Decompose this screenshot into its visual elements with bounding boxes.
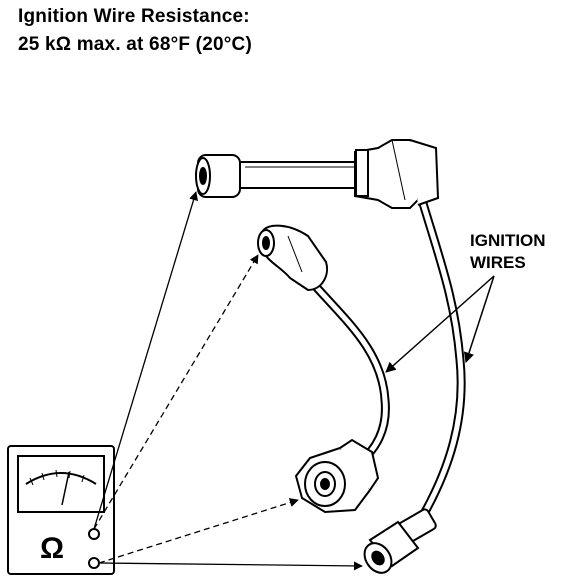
long-ignition-wire	[417, 198, 466, 515]
ignition-wires-callout: IGNITION WIRES	[470, 230, 546, 274]
ohmmeter	[7, 445, 115, 575]
top-straight-boot	[195, 139, 440, 209]
title-line-2: 25 kΩ max. at 68°F (20°C)	[18, 34, 252, 55]
title-line-1: Ignition Wire Resistance:	[18, 6, 250, 27]
callout-arrows	[385, 275, 495, 373]
callout-line-1: IGNITION	[470, 231, 546, 250]
bottom-plug-connector	[363, 508, 437, 574]
test-leads	[93, 191, 363, 571]
elbow-boot	[257, 224, 328, 292]
callout-arrow-short-wire	[385, 275, 495, 373]
short-ignition-wire	[306, 277, 390, 466]
callout-line-2: WIRES	[470, 253, 526, 272]
lead-to-distributor-connector	[98, 498, 299, 564]
callout-arrow-long-wire	[463, 275, 495, 363]
lead-to-elbow-boot	[93, 254, 259, 530]
lead-to-top-boot	[93, 191, 198, 530]
ohm-symbol: Ω	[40, 532, 64, 565]
lead-to-bottom-plug	[98, 561, 363, 571]
distributor-connector	[294, 438, 380, 514]
